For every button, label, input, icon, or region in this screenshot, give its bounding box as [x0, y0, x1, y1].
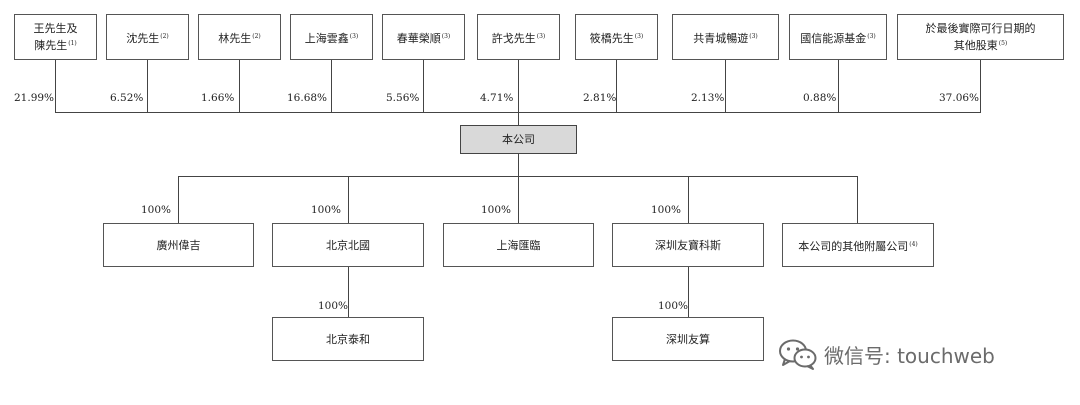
shareholding-pct: 37.06% [939, 92, 980, 104]
subsidiary-name: 本公司的其他附屬公司 [798, 239, 909, 253]
shareholder-name: 沈先生 [126, 31, 160, 45]
connector-line [725, 60, 726, 112]
subsidiary-pct: 100% [651, 204, 682, 216]
shareholder-note: (3) [749, 32, 758, 40]
shareholding-pct: 2.13% [691, 92, 725, 104]
shareholder-bus-line [55, 112, 981, 113]
shareholder-box-shen: 沈先生(2) [106, 14, 189, 60]
shareholder-box-other: 於最後實際可行日期的 其他股東(5) [897, 14, 1064, 60]
shareholder-note: (3) [441, 32, 451, 40]
subsidiary-name: 深圳友寶科斯 [655, 238, 721, 252]
connector-line [616, 60, 617, 112]
shareholding-pct: 16.68% [287, 92, 328, 104]
connector-line [348, 176, 349, 223]
connector-line [518, 60, 519, 125]
connector-line [518, 176, 519, 223]
wechat-icon [779, 339, 817, 370]
company-name: 本公司 [502, 133, 535, 146]
connector-line [518, 154, 519, 176]
grandchild-box-beijing-taihe: 北京泰和 [272, 317, 424, 361]
shareholder-note: (3) [349, 32, 359, 40]
shareholder-name: 國信能源基金 [800, 31, 867, 45]
connector-line [838, 60, 839, 112]
shareholder-name: 春華榮順 [396, 31, 441, 45]
grandchild-box-shenzhen-yousuan: 深圳友算 [612, 317, 764, 361]
shareholder-box-gongqingcheng: 共青城暢遊(3) [672, 14, 779, 60]
connector-line [331, 60, 332, 112]
shareholder-box-wang-chen: 王先生及 陳先生(1) [14, 14, 97, 60]
shareholder-box-guoxin: 國信能源基金(3) [789, 14, 887, 60]
subsidiary-bus-line [178, 176, 857, 177]
connector-line [348, 267, 349, 317]
shareholder-name: 林先生 [218, 31, 252, 45]
company-box: 本公司 [460, 125, 577, 154]
connector-line [239, 60, 240, 112]
grandchild-pct: 100% [318, 300, 349, 312]
subsidiary-pct: 100% [141, 204, 172, 216]
shareholder-name: 許戈先生 [491, 31, 536, 45]
shareholding-pct: 5.56% [386, 92, 420, 104]
shareholding-pct: 4.71% [480, 92, 514, 104]
watermark-text: 微信号: touchweb [824, 343, 995, 368]
watermark: 微信号: touchweb [778, 338, 995, 370]
shareholder-box-chunhua: 春華榮順(3) [382, 14, 465, 60]
subsidiary-box-guangzhou-weiji: 廣州偉吉 [103, 223, 254, 267]
subsidiary-box-shanghai-huilin: 上海匯臨 [443, 223, 594, 267]
connector-line [178, 176, 179, 223]
shareholding-pct: 21.99% [14, 92, 55, 104]
subsidiary-box-beijing-beiguo: 北京北國 [272, 223, 424, 267]
grandchild-pct: 100% [658, 300, 689, 312]
subsidiary-pct: 100% [481, 204, 512, 216]
subsidiary-note: (4) [909, 240, 918, 248]
subsidiary-name: 上海匯臨 [496, 238, 541, 252]
shareholder-box-xu: 許戈先生(3) [477, 14, 560, 60]
shareholder-box-xiaoqiao: 筱橋先生(3) [575, 14, 658, 60]
shareholder-note: (3) [867, 32, 876, 40]
shareholder-name: 上海雲鑫 [304, 31, 349, 45]
shareholding-pct: 0.88% [803, 92, 837, 104]
shareholder-note: (2) [252, 32, 261, 40]
shareholder-name: 王先生及 陳先生 [33, 22, 78, 52]
grandchild-name: 北京泰和 [326, 332, 370, 346]
connector-line [147, 60, 148, 112]
shareholding-pct: 2.81% [583, 92, 617, 104]
connector-line [55, 60, 56, 112]
connector-line [423, 60, 424, 112]
shareholder-name: 共青城暢遊 [693, 31, 749, 45]
subsidiary-box-shenzhen-youbao: 深圳友寶科斯 [612, 223, 764, 267]
shareholder-note: (1) [68, 40, 77, 47]
shareholder-box-lin: 林先生(2) [198, 14, 281, 60]
shareholder-name: 筱橋先生 [589, 31, 634, 45]
subsidiary-box-other: 本公司的其他附屬公司(4) [782, 223, 934, 267]
connector-line [857, 176, 858, 223]
connector-line [688, 267, 689, 317]
shareholder-name: 於最後實際可行日期的 其他股東 [925, 22, 1036, 52]
shareholding-pct: 1.66% [201, 92, 235, 104]
shareholder-note: (5) [998, 40, 1008, 47]
shareholder-note: (3) [634, 32, 644, 40]
grandchild-name: 深圳友算 [666, 332, 710, 346]
subsidiary-name: 北京北國 [326, 238, 370, 252]
shareholder-note: (3) [536, 32, 546, 40]
shareholder-note: (2) [160, 32, 169, 40]
subsidiary-pct: 100% [311, 204, 342, 216]
shareholding-pct: 6.52% [110, 92, 144, 104]
subsidiary-name: 廣州偉吉 [156, 238, 201, 252]
connector-line [688, 176, 689, 223]
connector-line [980, 60, 981, 112]
shareholder-box-shanghai-yunxin: 上海雲鑫(3) [290, 14, 373, 60]
